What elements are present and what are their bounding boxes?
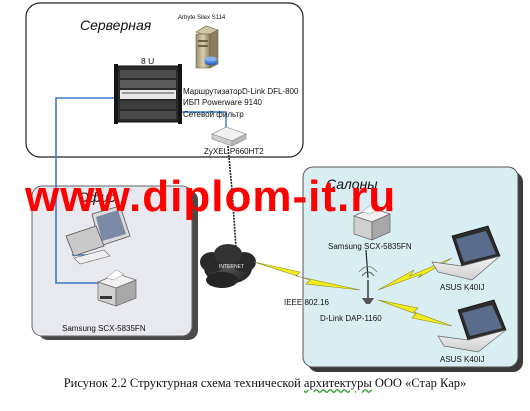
wifi-standard-label: IEEE 802.16: [284, 298, 329, 307]
figure-caption: Рисунок 2.2 Структурная схема техническо…: [0, 376, 530, 391]
server-room-title: Серверная: [80, 17, 152, 33]
server-tower-icon: [195, 25, 219, 69]
laptop-icon-2: [437, 299, 507, 353]
desktop-pc-icon: [65, 205, 131, 265]
laptop-2-label: ASUS K40IJ: [440, 355, 485, 364]
bolt-ap-laptop-bottom: [377, 299, 453, 327]
office-printer-label: Samsung SCX-5835FN: [62, 324, 146, 333]
caption-underlined: архитектуры: [303, 376, 372, 390]
watermark-text: www.diplom-it.ru: [25, 172, 397, 221]
lightning-icon: [253, 257, 453, 327]
laptop-icon-1: [431, 225, 501, 281]
blue-link-server-office: [55, 97, 118, 284]
caption-prefix: Рисунок 2.2 Структурная схема техническо…: [63, 376, 304, 390]
office-zone: [31, 185, 198, 340]
rack-units-label: 8 U: [141, 56, 155, 66]
modem-label: ZyXEL P660HT2: [204, 147, 264, 156]
filter-label: Сетевой фильтр: [183, 110, 244, 119]
ups-label: ИБП Powerware 9140: [183, 98, 263, 107]
office-title: Офис: [78, 189, 116, 205]
cloud-icon: [200, 244, 256, 288]
rack-icon: [114, 64, 182, 124]
cable-modem-cloud: [227, 145, 237, 249]
cable-salon-printer-ap: [365, 249, 369, 279]
modem-icon: [211, 126, 247, 147]
server-pc-label: Arbyte Silex S114: [178, 15, 226, 21]
salons-title: Салоны: [326, 176, 378, 192]
bolt-cloud-ap: [253, 261, 361, 291]
laptop-1-label: ASUS K40IJ: [440, 283, 485, 292]
bolt-ap-laptop-top: [377, 257, 453, 291]
blue-link-rack-modem: [180, 111, 227, 128]
caption-suffix: ООО «Стар Кар»: [371, 376, 467, 390]
access-point-label: D-Link DAP-1160: [320, 314, 382, 323]
salon-printer-icon: [353, 203, 391, 241]
access-point-icon: [358, 266, 378, 304]
printer-icon: [96, 269, 138, 307]
router-label: МаршрутизаторD-Link DFL-800: [183, 87, 299, 96]
cloud-label: INTERNET: [219, 264, 244, 270]
salon-printer-label: Samsung SCX-5835FN: [328, 242, 412, 251]
